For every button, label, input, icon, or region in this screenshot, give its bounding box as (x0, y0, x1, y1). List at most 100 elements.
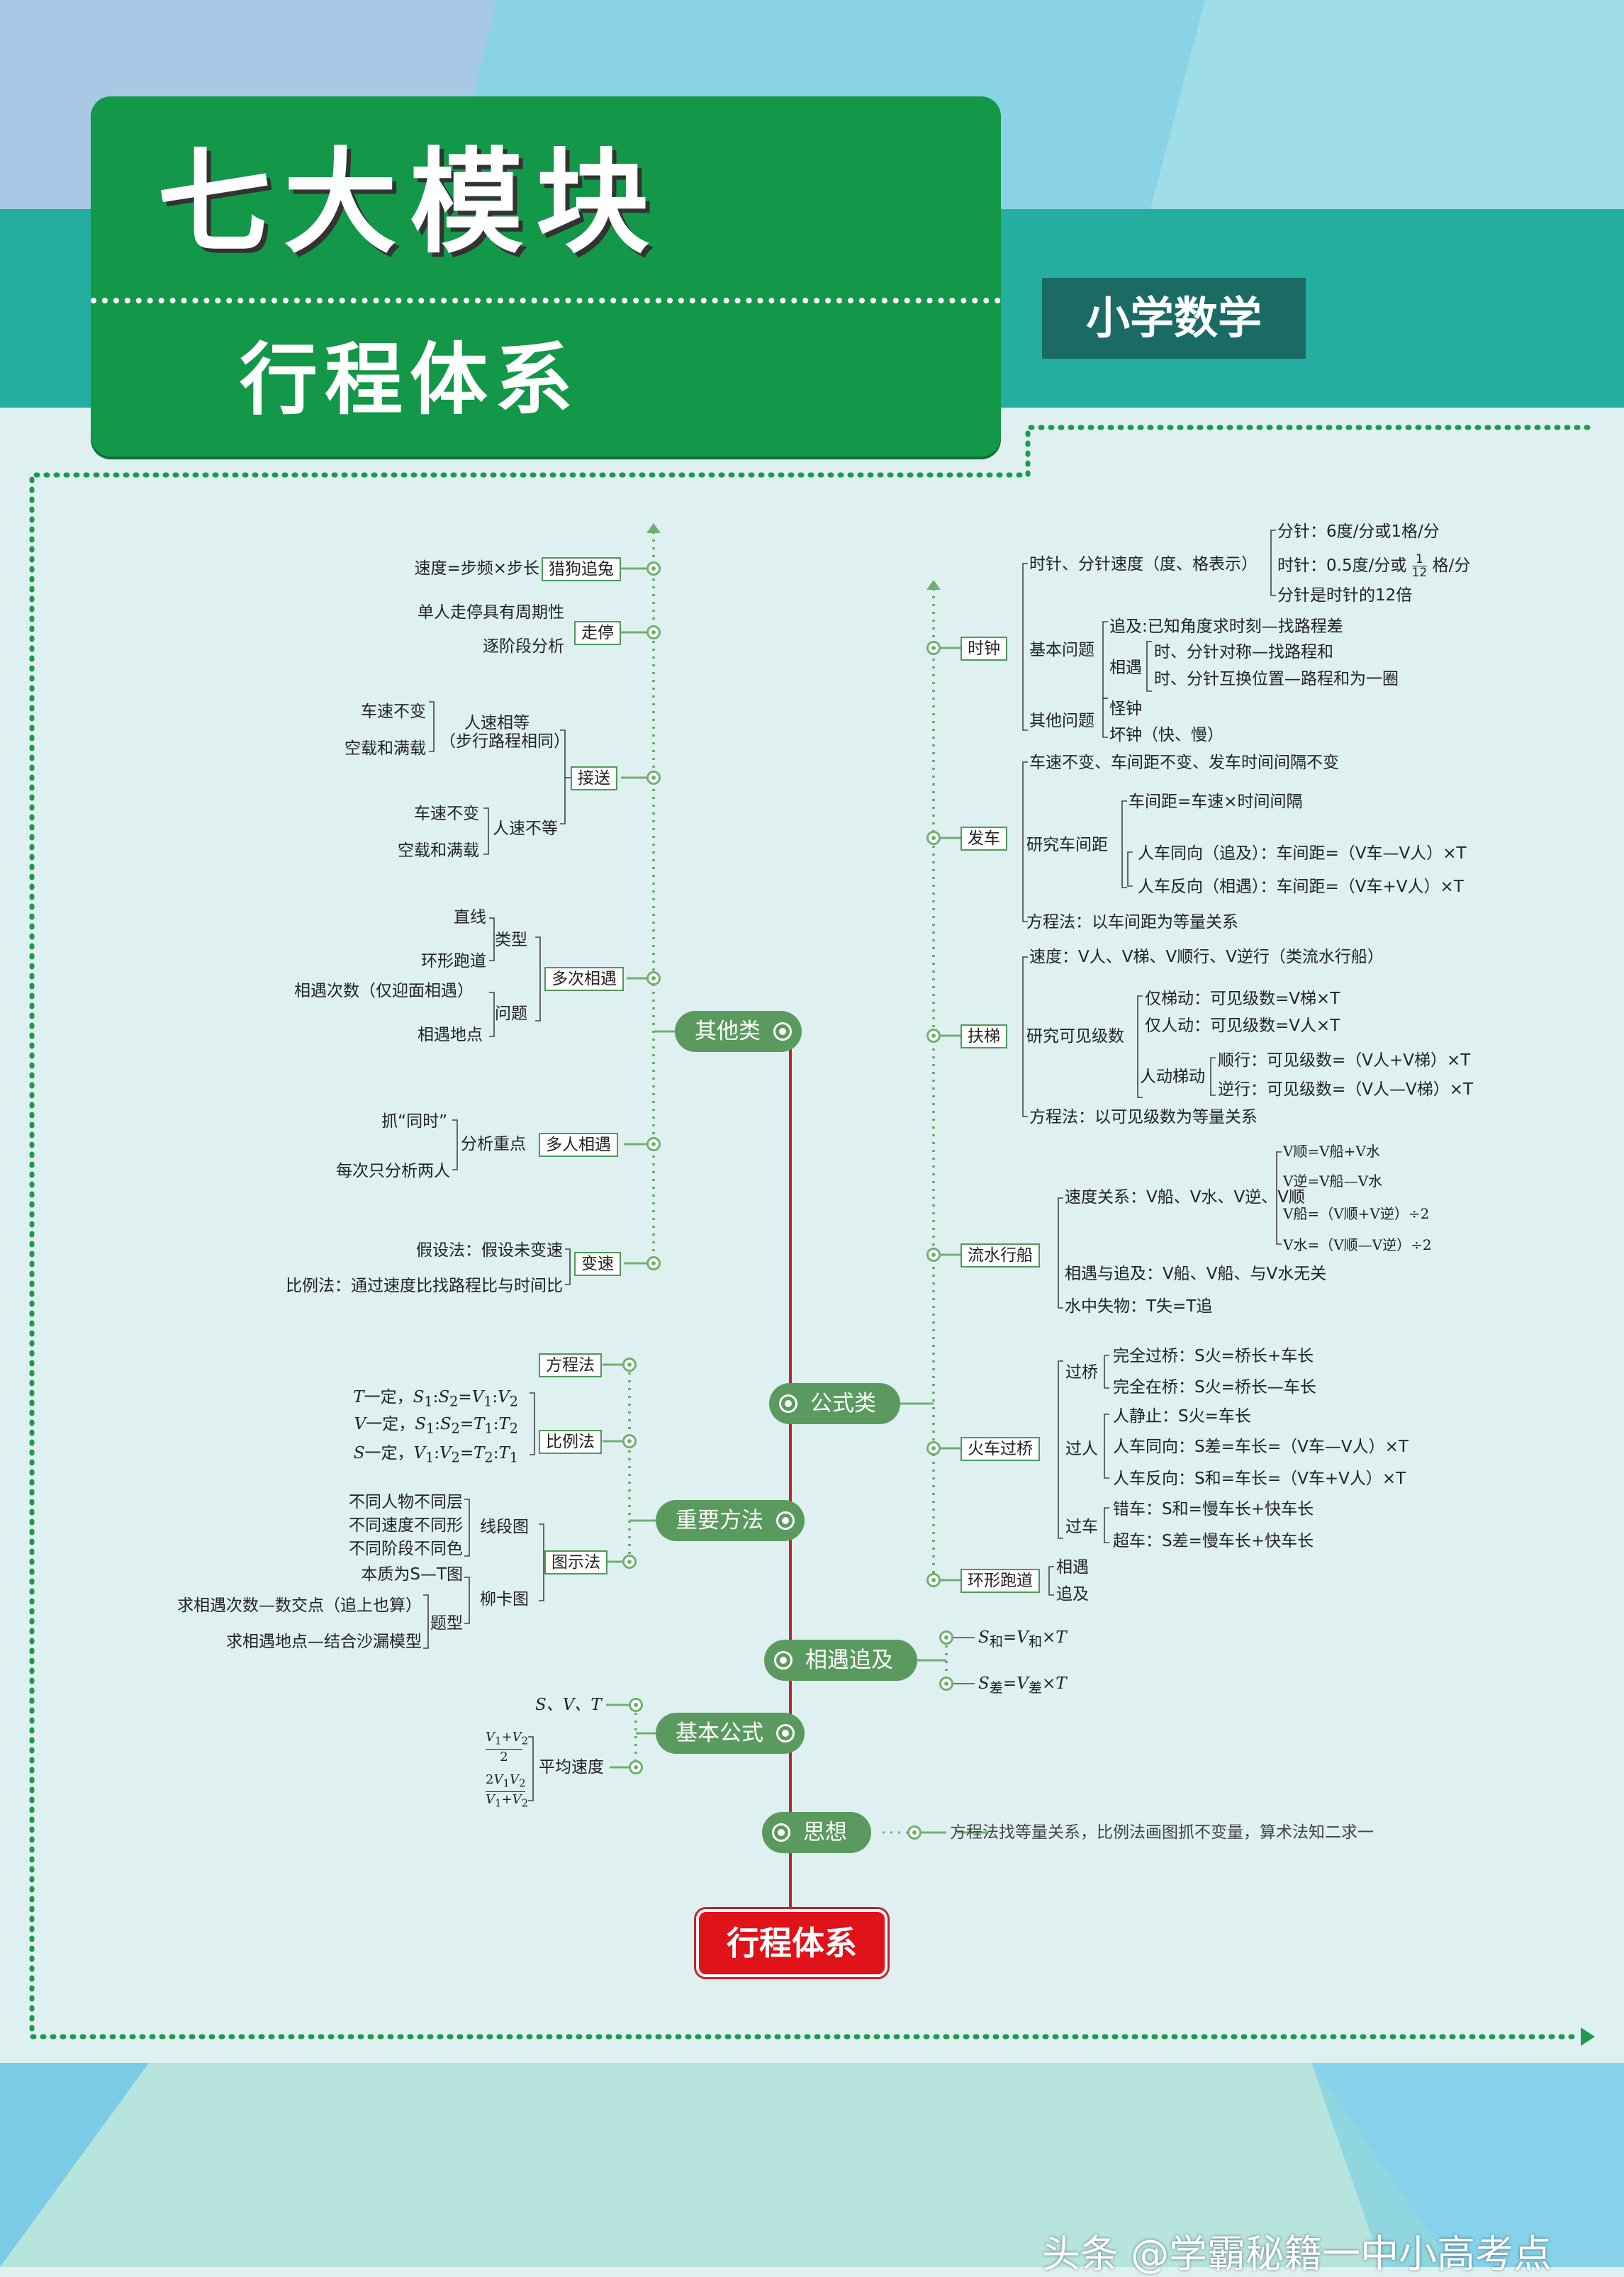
node-escalator[interactable]: 扶梯 (961, 1024, 1007, 1048)
node-shuttle[interactable]: 接送 (571, 766, 617, 790)
branch-formula[interactable]: 公式类 (769, 1383, 900, 1424)
clock-speed-item: 分针：6度/分或1格/分 (1277, 522, 1440, 541)
node-boat[interactable]: 流水行船 (961, 1243, 1040, 1268)
node-ring-icon (646, 771, 661, 785)
node-ring-icon (646, 625, 661, 639)
clock-chase: 追及:已知角度求时刻—找路程差 (1109, 617, 1343, 636)
willow-qtype: 题型 (430, 1614, 463, 1633)
train-person: 过人 (1065, 1440, 1098, 1458)
walkstop-item: 逐阶段分析 (483, 637, 564, 656)
clock-basic: 基本问题 (1029, 641, 1094, 659)
diagram-willow: 柳卡图 (480, 1590, 529, 1609)
train-person-item: 人静止：S火=车长 (1113, 1407, 1251, 1426)
multi-problem-item: 相遇地点 (418, 1026, 483, 1044)
segment-item: 不同阶段不同色 (349, 1540, 463, 1558)
node-ring-icon (926, 1248, 941, 1262)
branch-formula-label: 公式类 (810, 1391, 876, 1416)
bus-eq: 方程法：以车间距为等量关系 (1026, 913, 1238, 931)
node-speedchange[interactable]: 变速 (574, 1252, 621, 1276)
node-ring-icon (646, 1137, 661, 1151)
node-ring-icon (622, 1434, 637, 1448)
avg-formula-2-num: 2V1V2 (486, 1772, 526, 1792)
shuttle-item: 空载和满载 (398, 841, 479, 860)
avg-formula-2-den: V1+V2 (486, 1791, 529, 1810)
node-ring-icon (926, 1029, 941, 1043)
node-ring-icon (926, 1573, 941, 1587)
diagram-segment: 线段图 (480, 1518, 529, 1536)
node-walkstop[interactable]: 走停 (574, 621, 621, 645)
branch-idea[interactable]: 思想 (762, 1812, 871, 1853)
node-many[interactable]: 多人相遇 (539, 1133, 618, 1157)
node-track[interactable]: 环形跑道 (961, 1569, 1040, 1593)
avg-formula-2: 2V1V2 V1+V2 (486, 1772, 529, 1811)
main-title: 七大模块 (157, 136, 662, 269)
clock-other-item: 怪钟 (1109, 700, 1142, 718)
escalator-study: 研究可见级数 (1026, 1027, 1124, 1046)
bus-rel: 人车同向（追及）：车间距=（V车—V人）×T (1138, 844, 1467, 863)
node-ring-icon (926, 1441, 941, 1455)
many-item: 每次只分析两人 (336, 1162, 450, 1180)
segment-item: 不同人物不同层 (349, 1493, 463, 1511)
bus-rel: 车间距=车速×时间间隔 (1129, 793, 1303, 811)
node-diagram[interactable]: 图示法 (544, 1550, 607, 1574)
branch-meet[interactable]: 相遇追及 (764, 1640, 917, 1681)
clock-other-item: 坏钟（快、慢） (1109, 726, 1223, 744)
clock-speed-item: 分针是时针的12倍 (1277, 586, 1413, 605)
segment-item: 不同速度不同形 (349, 1516, 463, 1535)
target-icon (776, 1724, 795, 1742)
basic-avg: 平均速度 (539, 1758, 604, 1777)
node-ring-icon (926, 831, 941, 845)
bus-rel: 人车反向（相遇）：车间距=（V车+V人）×T (1138, 878, 1464, 896)
target-icon (773, 1022, 792, 1041)
node-catdog[interactable]: 猎狗追兔 (542, 557, 621, 581)
multi-problem: 问题 (495, 1005, 527, 1023)
sub-title: 行程体系 (240, 335, 580, 425)
branch-other-label: 其他类 (695, 1019, 761, 1044)
node-multi[interactable]: 多次相遇 (544, 967, 624, 991)
train-car-item: 错车：S和=慢车长+快车长 (1113, 1500, 1314, 1518)
node-clock[interactable]: 时钟 (961, 637, 1007, 661)
node-ring-icon (907, 1825, 922, 1840)
node-ring-icon (622, 1358, 637, 1372)
train-car-item: 超车：S差=慢车长+快车长 (1113, 1532, 1314, 1550)
branch-method-label: 重要方法 (676, 1508, 763, 1533)
node-bus[interactable]: 发车 (961, 827, 1007, 851)
clock-meet-item: 时、分针互换位置—路程和为一圈 (1154, 670, 1399, 688)
escalator-both-item: 顺行：可见级数=（V人+V梯）×T (1218, 1051, 1471, 1070)
branch-method[interactable]: 重要方法 (656, 1500, 805, 1541)
node-ring-icon (939, 1630, 953, 1645)
branch-other[interactable]: 其他类 (675, 1011, 802, 1052)
root-node[interactable]: 行程体系 (696, 1909, 887, 1977)
node-ring-icon (926, 641, 941, 655)
target-icon (776, 1511, 795, 1530)
escalator-eq: 方程法：以可见级数为等量关系 (1029, 1108, 1258, 1126)
branch-meet-label: 相遇追及 (805, 1647, 893, 1673)
title-divider (91, 298, 1001, 303)
boat-lost: 水中失物：T失=T追 (1065, 1297, 1213, 1316)
walkstop-item: 单人走停具有周期性 (418, 603, 564, 622)
node-train[interactable]: 火车过桥 (961, 1437, 1040, 1461)
clock-meet: 相遇 (1109, 659, 1142, 677)
node-ring-icon (646, 561, 661, 576)
multi-type-item: 环形跑道 (421, 952, 486, 970)
node-ring-icon (939, 1677, 953, 1691)
branch-basic[interactable]: 基本公式 (656, 1713, 805, 1754)
meet-formula-sum: S和=V和×T (978, 1628, 1067, 1650)
bus-study: 研究车间距 (1026, 836, 1108, 854)
node-ratio[interactable]: 比例法 (539, 1430, 602, 1454)
title-card: 七大模块 行程体系 (91, 96, 1001, 457)
boat-formula: V顺=V船+V水 (1283, 1143, 1380, 1160)
watermark: 头条 @学霸秘籍一中小高考点 (1042, 2232, 1552, 2276)
boat-formula: V逆=V船—V水 (1283, 1173, 1383, 1190)
multi-type: 类型 (495, 931, 527, 949)
clock-speed: 时针、分针速度（度、格表示） (1029, 555, 1258, 574)
meet-formula-diff: S差=V差×T (978, 1674, 1067, 1696)
branch-basic-label: 基本公式 (676, 1721, 763, 1746)
node-equation[interactable]: 方程法 (539, 1353, 602, 1377)
ratio-item: S一定，V1:V2=T2:T1 (353, 1444, 518, 1466)
ratio-item: V一定，S1:S2=T1:T2 (354, 1415, 518, 1437)
escalator-both: 人动梯动 (1140, 1068, 1205, 1086)
idea-text: 方程法找等量关系，比例法画图抓不变量，算术法知二求一 (950, 1823, 1374, 1842)
catdog-item: 速度=步频×步长 (414, 559, 539, 578)
